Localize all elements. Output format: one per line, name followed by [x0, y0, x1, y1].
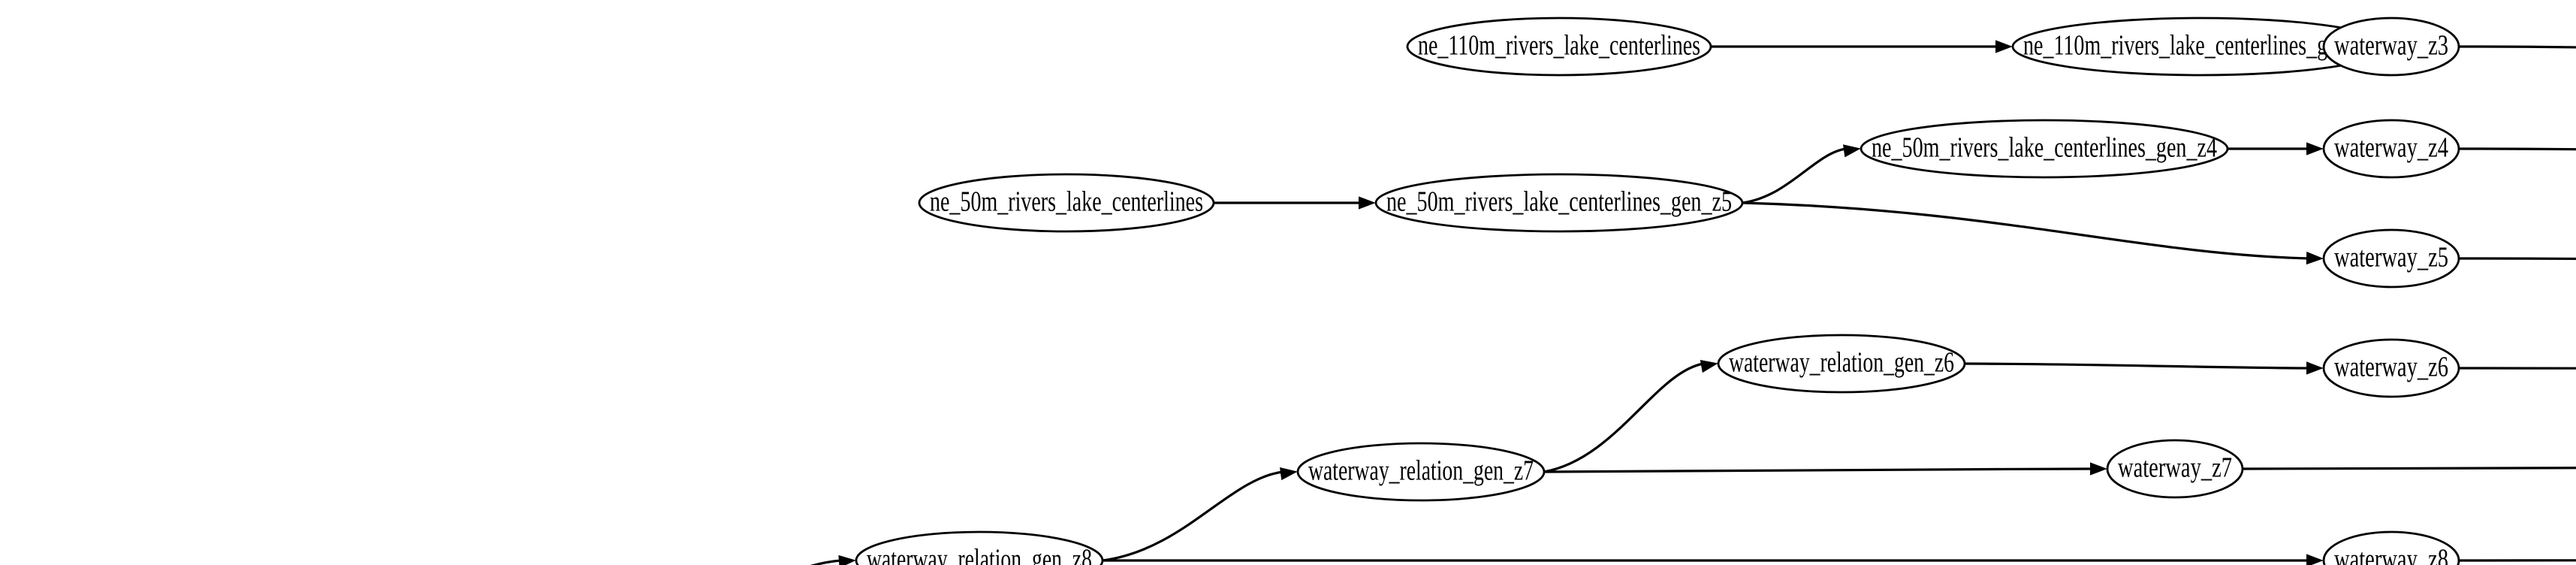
edge-arrowhead — [838, 554, 856, 565]
graph-node-waterway_z5[interactable]: waterway_z5 — [2322, 228, 2460, 289]
graph-node-waterway_z7[interactable]: waterway_z7 — [2106, 439, 2244, 499]
edge-arrowhead — [1280, 467, 1298, 481]
graph-edge — [1742, 147, 1847, 204]
graph-node-waterway_z3[interactable]: waterway_z3 — [2322, 17, 2460, 77]
node-ellipse — [918, 173, 1215, 233]
node-ellipse — [1860, 119, 2229, 179]
node-ellipse — [1296, 442, 1546, 502]
graph-node-waterway_z4[interactable]: waterway_z4 — [2322, 119, 2460, 179]
graph-edge — [1964, 362, 2309, 370]
graph-edge — [2458, 257, 2576, 261]
graph-node-waterway_z8[interactable]: waterway_z8 — [2322, 530, 2460, 565]
graph-node-waterway_z6[interactable]: waterway_z6 — [2322, 338, 2460, 398]
graph-node-waterway_relation_gen_z6[interactable]: waterway_relation_gen_z6 — [1717, 334, 1966, 394]
graph-node-ne_50m_rivers_lake_centerlines_gen_z5[interactable]: ne_50m_rivers_lake_centerlines_gen_z5 — [1374, 173, 1744, 233]
graph-edge — [1543, 362, 1704, 473]
graph-edge — [2458, 559, 2576, 562]
graph-edge — [2242, 467, 2576, 470]
node-ellipse — [2322, 17, 2460, 77]
nodes-layer: imposm3osm_waterway_relationosm_waterway… — [855, 17, 2460, 565]
edge-arrowhead — [1995, 40, 2013, 53]
edge-arrowhead — [2306, 251, 2324, 265]
edge-arrowhead — [2089, 462, 2107, 476]
edge-arrowhead — [2306, 554, 2324, 565]
graph-node-ne_50m_rivers_lake_centerlines[interactable]: ne_50m_rivers_lake_centerlines — [918, 173, 1215, 233]
graph-edge — [1543, 467, 2093, 473]
graph-edge — [810, 559, 842, 565]
node-ellipse — [1717, 334, 1966, 394]
graph-edge — [2458, 147, 2576, 151]
edge-arrowhead — [2306, 142, 2324, 156]
edge-arrowhead — [1842, 144, 1861, 158]
graph-node-ne_50m_rivers_lake_centerlines_gen_z4[interactable]: ne_50m_rivers_lake_centerlines_gen_z4 — [1860, 119, 2229, 179]
edge-arrowhead — [1359, 196, 1376, 210]
graph-node-waterway_relation_gen_z7[interactable]: waterway_relation_gen_z7 — [1296, 442, 1546, 502]
node-ellipse — [2322, 119, 2460, 179]
edge-arrowhead — [1700, 360, 1718, 373]
graph-node-ne_110m_rivers_lake_centerlines[interactable]: ne_110m_rivers_lake_centerlines — [1406, 17, 1712, 77]
graph-edge — [1742, 201, 2309, 260]
node-ellipse — [1406, 17, 1712, 77]
graph-edge — [1102, 470, 1283, 562]
node-ellipse — [2322, 338, 2460, 398]
node-ellipse — [1374, 173, 1744, 233]
node-ellipse — [855, 530, 1104, 565]
node-ellipse — [2322, 530, 2460, 565]
node-ellipse — [2322, 228, 2460, 289]
graph-edge — [2458, 367, 2576, 370]
node-ellipse — [2106, 439, 2244, 499]
graph-node-waterway_relation_gen_z8[interactable]: waterway_relation_gen_z8 — [855, 530, 1104, 565]
edge-arrowhead — [2306, 361, 2324, 375]
graph-edge — [2458, 45, 2576, 49]
